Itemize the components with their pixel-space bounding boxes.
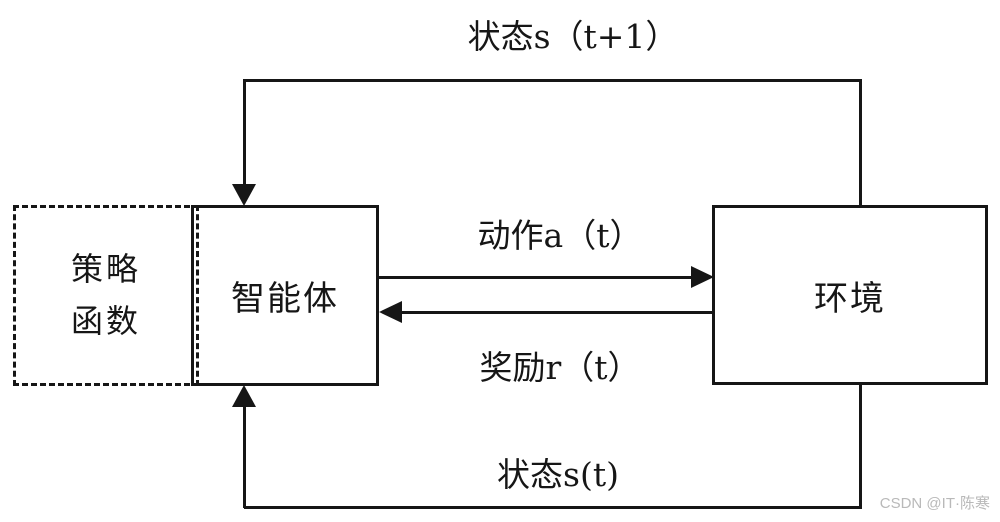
state-next-label: 状态s（t+1） bbox=[467, 17, 679, 56]
top-loop-left-vertical-line bbox=[243, 79, 246, 187]
environment-label: 环境 bbox=[814, 278, 886, 319]
action-label: 动作a（t） bbox=[477, 216, 643, 255]
bottom-loop-horizontal-line bbox=[244, 506, 862, 509]
arrowhead-down-into-agent-icon bbox=[232, 184, 256, 206]
policy-function-node: 策略 函数 bbox=[13, 205, 199, 386]
policy-function-label: 策略 函数 bbox=[71, 244, 141, 348]
csdn-watermark: CSDN @IT·陈寒 bbox=[879, 495, 990, 512]
state-current-label: 状态s(t) bbox=[497, 455, 619, 494]
top-loop-horizontal-line bbox=[244, 79, 862, 82]
top-loop-right-vertical-line bbox=[859, 79, 862, 207]
arrowhead-up-into-agent-icon bbox=[232, 385, 256, 407]
arrowhead-right-into-environment-icon bbox=[691, 266, 714, 288]
reward-arrow-line bbox=[399, 311, 712, 314]
bottom-loop-left-vertical-line bbox=[243, 404, 246, 508]
reward-label: 奖励r（t） bbox=[479, 348, 641, 387]
action-arrow-line bbox=[379, 276, 694, 279]
policy-function-line2: 函数 bbox=[70, 301, 141, 340]
arrowhead-left-into-agent-icon bbox=[379, 301, 402, 323]
environment-node: 环境 bbox=[712, 205, 988, 385]
policy-function-line1: 策略 bbox=[70, 249, 141, 288]
agent-node: 智能体 bbox=[191, 205, 379, 386]
agent-label: 智能体 bbox=[231, 279, 339, 319]
bottom-loop-right-vertical-line bbox=[859, 384, 862, 509]
